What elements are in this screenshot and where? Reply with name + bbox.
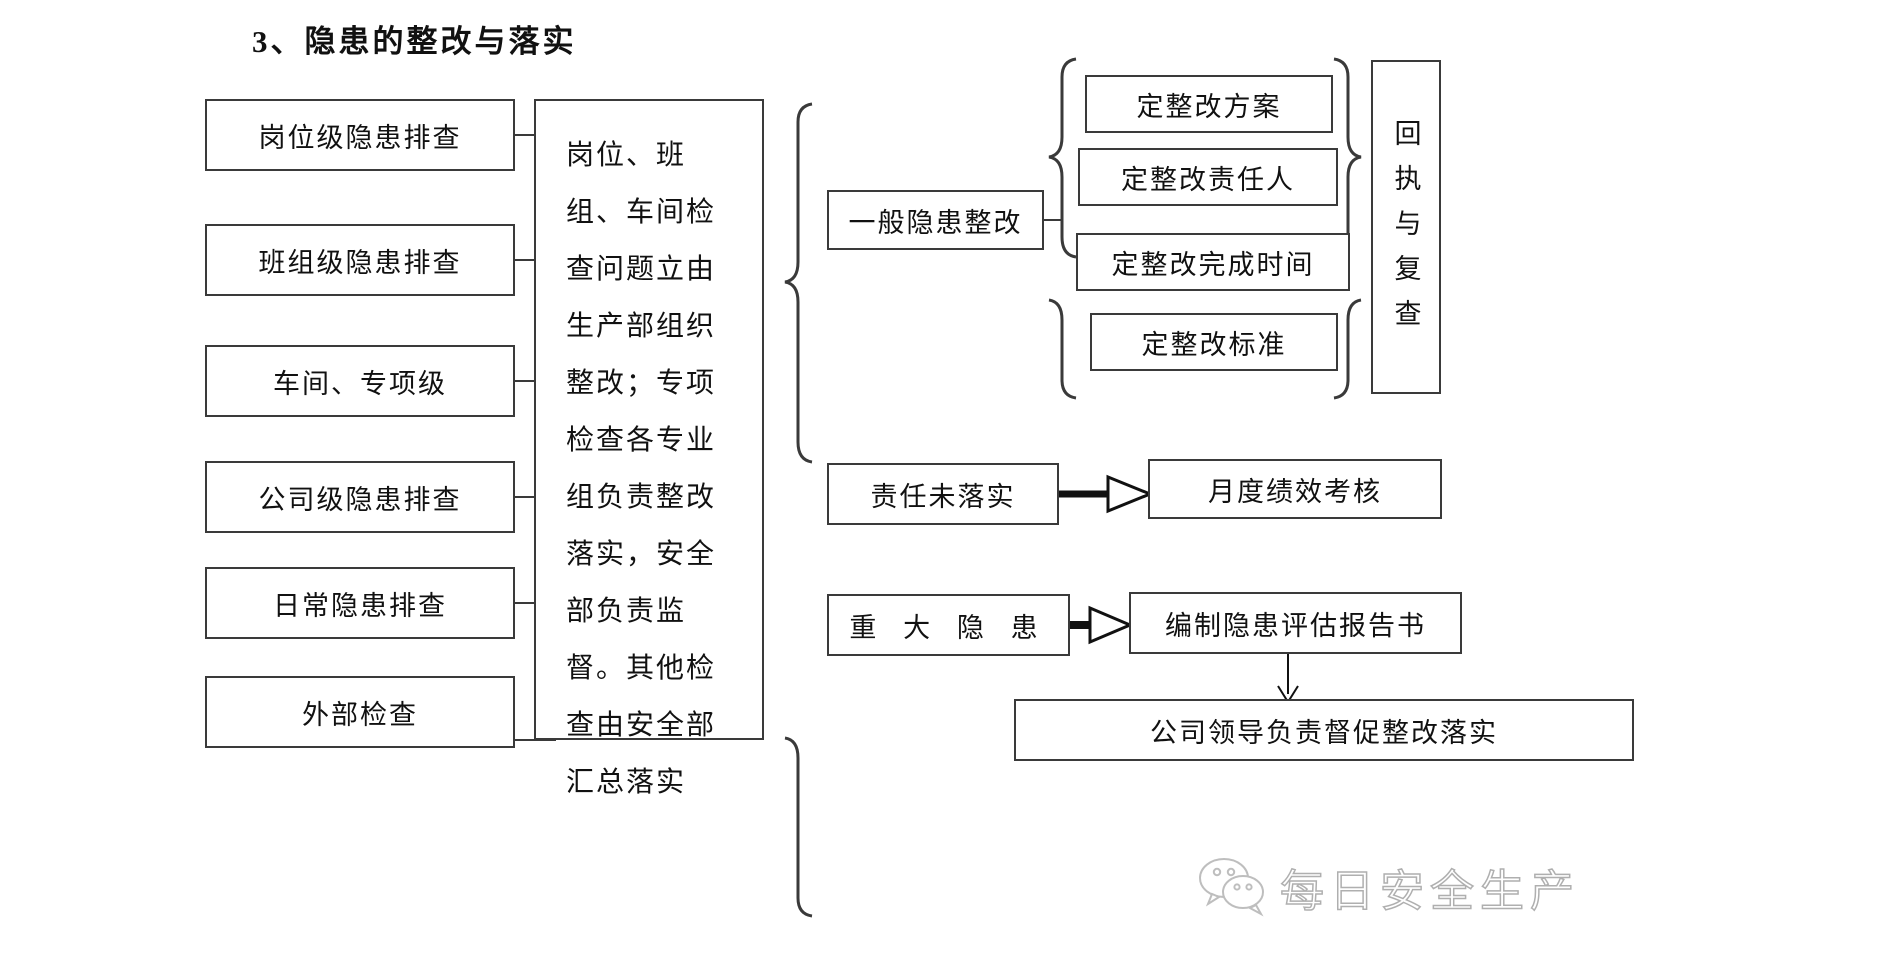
watermark: 每日安全生产: [1198, 855, 1580, 919]
monthly-assessment-box[interactable]: 月度绩效考核: [1148, 459, 1442, 519]
center-brace-upper: [784, 102, 813, 464]
wechat-icon: [1199, 858, 1264, 917]
major-hazard-label: 重 大 隐 患: [849, 612, 1048, 643]
receipt-review-label: 回执与复查: [1390, 118, 1421, 344]
rectify-item-2-label: 定整改责任人: [1121, 164, 1295, 195]
source-box-5[interactable]: 日常隐患排查: [205, 567, 515, 639]
rectify-item-1-label: 定整改方案: [1136, 91, 1282, 122]
rectify-item-4-label: 定整改标准: [1141, 329, 1287, 360]
watermark-text: 每日安全生产: [1279, 866, 1580, 917]
leader-supervise-label: 公司领导负责督促整改落实: [1150, 717, 1498, 748]
major-arrow-head: [1088, 605, 1134, 645]
source-box-1-label: 岗位级隐患排查: [258, 122, 462, 153]
source-box-1[interactable]: 岗位级隐患排查: [205, 99, 515, 171]
rectify-item-box-2[interactable]: 定整改责任人: [1078, 148, 1338, 206]
rectify-item-box-1[interactable]: 定整改方案: [1085, 75, 1333, 133]
source-box-4[interactable]: 公司级隐患排查: [205, 461, 515, 533]
central-process-box[interactable]: 岗位、班组、车间检查问题立由生产部组织整改；专项检查各专业组负责整改落实，安全部…: [534, 99, 764, 798]
resp-arrow-head: [1106, 474, 1154, 514]
source-box-2-label: 班组级隐患排查: [258, 247, 462, 278]
receipt-review-box[interactable]: 回执与复查: [1371, 60, 1441, 394]
rectify-item-3-label: 定整改完成时间: [1111, 249, 1315, 280]
source-box-2[interactable]: 班组级隐患排查: [205, 224, 515, 296]
source-box-6-label: 外部检查: [302, 699, 418, 730]
monthly-assessment-label: 月度绩效考核: [1208, 476, 1382, 507]
items-brace-left-lower: [1048, 298, 1077, 400]
rectify-item-box-3[interactable]: 定整改完成时间: [1076, 233, 1350, 291]
items-brace-right-upper: [1333, 57, 1362, 259]
source-box-3[interactable]: 车间、专项级: [205, 345, 515, 417]
items-brace-left-upper: [1048, 57, 1077, 259]
assessment-report-label: 编制隐患评估报告书: [1165, 610, 1426, 641]
source-box-6[interactable]: 外部检查: [205, 676, 515, 748]
leader-supervise-box[interactable]: 公司领导负责督促整改落实: [1014, 699, 1634, 761]
general-rectify-label: 一般隐患整改: [848, 207, 1023, 238]
responsibility-unfulfilled-box[interactable]: 责任未落实: [827, 463, 1059, 525]
items-brace-right-lower: [1333, 298, 1362, 400]
major-hazard-box[interactable]: 重 大 隐 患: [827, 594, 1070, 656]
source-box-3-label: 车间、专项级: [273, 368, 447, 399]
source-box-5-label: 日常隐患排查: [273, 590, 447, 621]
center-brace-lower: [784, 736, 813, 918]
rectify-item-box-4[interactable]: 定整改标准: [1090, 313, 1338, 371]
source-box-4-label: 公司级隐患排查: [258, 484, 462, 515]
page-title: 3、隐患的整改与落实: [252, 24, 577, 59]
assessment-report-box[interactable]: 编制隐患评估报告书: [1129, 592, 1462, 654]
responsibility-unfulfilled-label: 责任未落实: [870, 481, 1016, 512]
general-rectify-box[interactable]: 一般隐患整改: [827, 190, 1044, 250]
